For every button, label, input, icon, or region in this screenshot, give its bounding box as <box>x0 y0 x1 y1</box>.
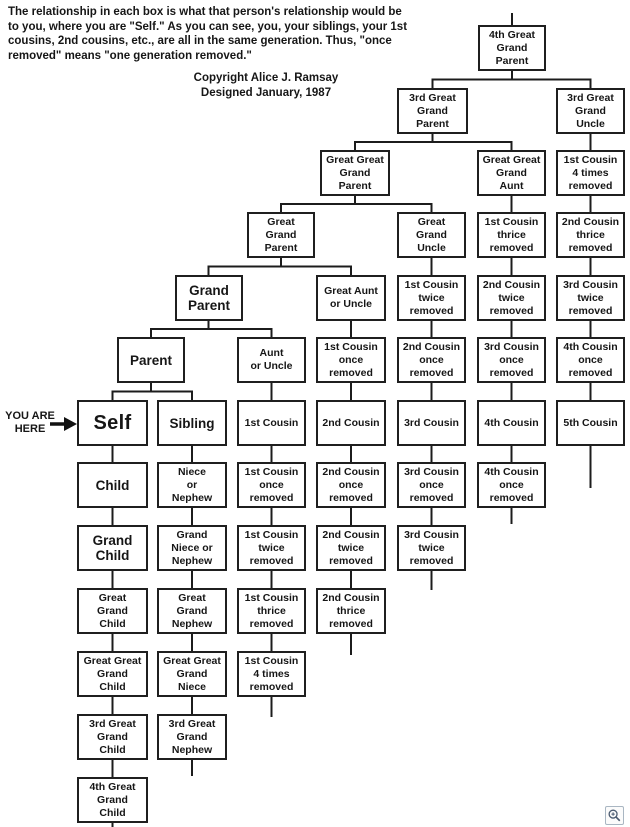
node-child: Child <box>77 462 148 508</box>
node-2nd-cousin: 2nd Cousin <box>316 400 386 446</box>
node-grand-child: Grand Child <box>77 525 148 571</box>
node-4th-cousin-once-removed-down: 4th Cousin once removed <box>477 462 546 508</box>
node-2nd-cousin-twice-removed-down: 2nd Cousin twice removed <box>316 525 386 571</box>
node-1st-cousin-thrice-removed-up: 1st Cousin thrice removed <box>477 212 546 258</box>
node-great-grand-uncle: Great Grand Uncle <box>397 212 466 258</box>
node-4th-cousin-once-removed-up: 4th Cousin once removed <box>556 337 625 383</box>
node-sibling: Sibling <box>157 400 227 446</box>
node-great-great-grand-parent: Great Great Grand Parent <box>320 150 390 196</box>
node-3rd-great-grand-parent: 3rd Great Grand Parent <box>397 88 468 134</box>
copyright-block: Copyright Alice J. Ramsay Designed Janua… <box>110 71 422 100</box>
node-1st-cousin-4-times-removed-up: 1st Cousin 4 times removed <box>556 150 625 196</box>
node-3rd-great-grand-uncle: 3rd Great Grand Uncle <box>556 88 625 134</box>
node-1st-cousin-twice-removed-down: 1st Cousin twice removed <box>237 525 306 571</box>
node-great-aunt-or-uncle: Great Aunt or Uncle <box>316 275 386 321</box>
node-great-great-grand-aunt: Great Great Grand Aunt <box>477 150 546 196</box>
intro-text: The relationship in each box is what tha… <box>8 6 408 62</box>
designed-line: Designed January, 1987 <box>200 86 332 99</box>
node-2nd-cousin-twice-removed-up: 2nd Cousin twice removed <box>477 275 546 321</box>
node-5th-cousin: 5th Cousin <box>556 400 625 446</box>
node-2nd-cousin-thrice-removed-up: 2nd Cousin thrice removed <box>556 212 625 258</box>
node-1st-cousin-once-removed-down: 1st Cousin once removed <box>237 462 306 508</box>
node-1st-cousin: 1st Cousin <box>237 400 306 446</box>
node-3rd-great-grand-child: 3rd Great Grand Child <box>77 714 148 760</box>
node-4th-great-grand-parent: 4th Great Grand Parent <box>478 25 546 71</box>
node-3rd-cousin-once-removed-up: 3rd Cousin once removed <box>477 337 546 383</box>
node-aunt-or-uncle: Aunt or Uncle <box>237 337 306 383</box>
node-parent: Parent <box>117 337 185 383</box>
node-2nd-cousin-thrice-removed-down: 2nd Cousin thrice removed <box>316 588 386 634</box>
node-great-great-grand-child: Great Great Grand Child <box>77 651 148 697</box>
node-2nd-cousin-once-removed-down: 2nd Cousin once removed <box>316 462 386 508</box>
node-1st-cousin-twice-removed-up: 1st Cousin twice removed <box>397 275 466 321</box>
node-great-grand-nephew: Great Grand Nephew <box>157 588 227 634</box>
node-4th-great-grand-child: 4th Great Grand Child <box>77 777 148 823</box>
node-4th-cousin: 4th Cousin <box>477 400 546 446</box>
magnifier-plus-icon <box>608 809 621 822</box>
node-3rd-cousin: 3rd Cousin <box>397 400 466 446</box>
node-1st-cousin-4-times-removed-down: 1st Cousin 4 times removed <box>237 651 306 697</box>
node-2nd-cousin-once-removed-up: 2nd Cousin once removed <box>397 337 466 383</box>
node-1st-cousin-thrice-removed-down: 1st Cousin thrice removed <box>237 588 306 634</box>
zoom-in-button[interactable] <box>605 806 624 825</box>
node-self: Self <box>77 400 148 446</box>
node-niece-or-nephew: Niece or Nephew <box>157 462 227 508</box>
you-are-here-label: YOU ARE HERE <box>5 410 55 435</box>
node-3rd-cousin-twice-removed-down: 3rd Cousin twice removed <box>397 525 466 571</box>
you-are-here-arrow-icon <box>50 417 77 431</box>
node-grand-parent: Grand Parent <box>175 275 243 321</box>
node-3rd-cousin-once-removed-down: 3rd Cousin once removed <box>397 462 466 508</box>
node-grand-niece-or-nephew: Grand Niece or Nephew <box>157 525 227 571</box>
node-great-grand-parent: Great Grand Parent <box>247 212 315 258</box>
node-3rd-great-grand-nephew: 3rd Great Grand Nephew <box>157 714 227 760</box>
node-1st-cousin-once-removed-up: 1st Cousin once removed <box>316 337 386 383</box>
copyright-line: Copyright Alice J. Ramsay <box>193 72 339 84</box>
node-3rd-cousin-twice-removed-up: 3rd Cousin twice removed <box>556 275 625 321</box>
node-great-great-grand-niece: Great Great Grand Niece <box>157 651 227 697</box>
node-great-grand-child: Great Grand Child <box>77 588 148 634</box>
